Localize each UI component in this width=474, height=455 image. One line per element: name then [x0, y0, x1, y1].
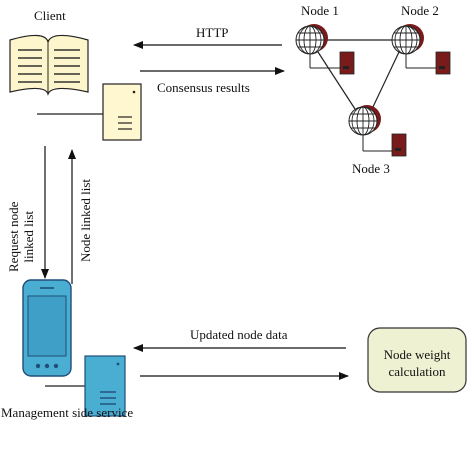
- consensus-label: Consensus results: [157, 80, 250, 95]
- management-label: Management side service: [1, 405, 134, 420]
- node-1-server-icon: [339, 51, 355, 75]
- calculation-box: [367, 327, 467, 393]
- request-list-label: Request node linked list: [6, 202, 36, 272]
- server-icon: [102, 83, 142, 141]
- client-label: Client: [34, 8, 66, 23]
- node-2-label: Node 2: [401, 3, 439, 18]
- node-2-globe-icon: [391, 24, 436, 69]
- node-3-label: Node 3: [352, 161, 390, 176]
- calculation-label: Node weight calculation: [368, 346, 466, 380]
- node-3-globe-icon: [348, 105, 392, 152]
- node-list-label: Node linked list: [78, 178, 93, 262]
- smartphone-icon: [22, 279, 72, 377]
- node-1-label: Node 1: [301, 3, 339, 18]
- management-server-icon: [84, 355, 126, 417]
- updated-data-label: Updated node data: [190, 327, 288, 342]
- node-1-globe-icon: [295, 24, 340, 69]
- calculation-label-line2: calculation: [388, 364, 446, 379]
- request-list-label-line2: linked list: [21, 210, 36, 263]
- node-2-server-icon: [435, 51, 451, 75]
- node-3-server-icon: [391, 133, 407, 157]
- request-list-label-line1: Request node: [6, 201, 21, 272]
- node-links: [317, 39, 400, 110]
- calculation-label-line1: Node weight: [383, 347, 451, 362]
- book-icon: [9, 34, 89, 96]
- http-label: HTTP: [196, 25, 229, 40]
